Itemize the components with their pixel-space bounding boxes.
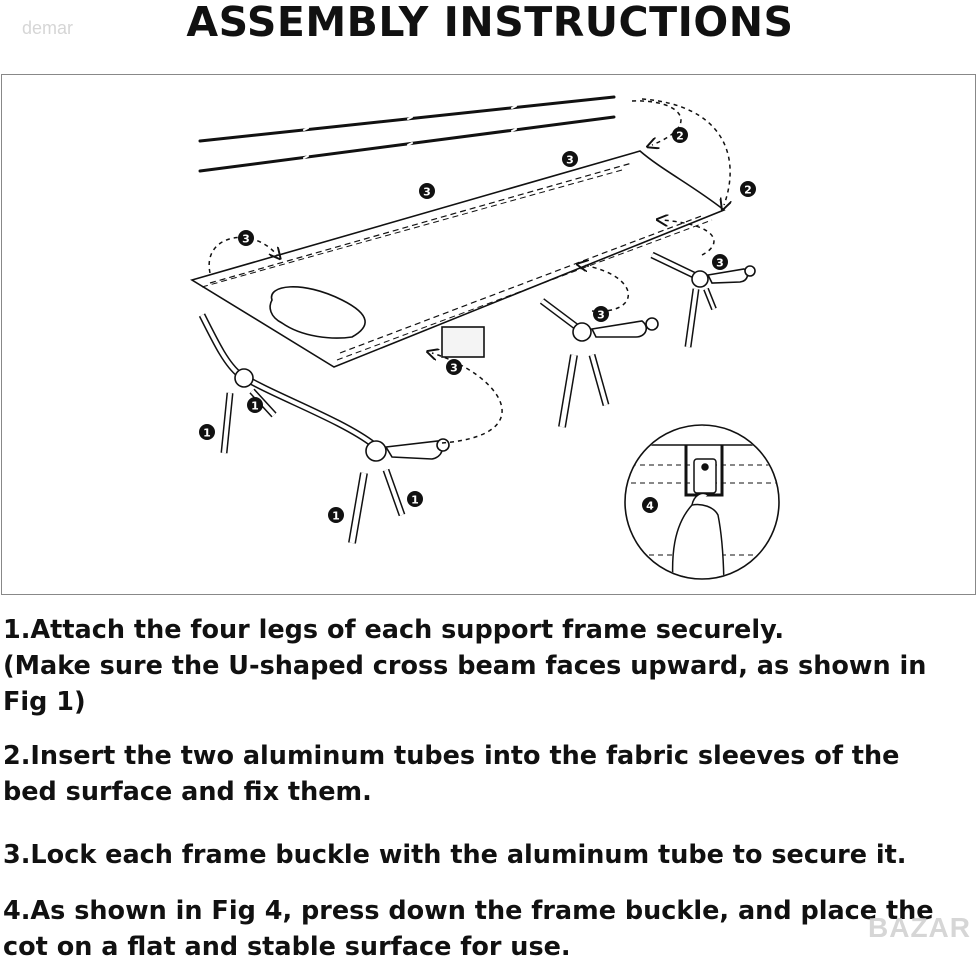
bazar-logo: BAZAR xyxy=(868,912,971,943)
step-3-line-1: 3.Lock each frame buckle with the alumin… xyxy=(3,840,907,870)
step-4-line-1: 4.As shown in Fig 4, press down the fram… xyxy=(3,896,934,926)
svg-text:1: 1 xyxy=(411,494,419,507)
step-2-line-2: bed surface and fix them. xyxy=(3,777,372,807)
svg-text:3: 3 xyxy=(423,186,431,199)
cot-illustration: 3 3 3 3 3 3 2 2 1 1 1 1 4 xyxy=(190,95,780,580)
markers-step2: 2 2 xyxy=(672,127,756,197)
step-4: 4.As shown in Fig 4, press down the fram… xyxy=(3,893,934,965)
svg-text:1: 1 xyxy=(332,510,340,523)
svg-text:1: 1 xyxy=(251,400,259,413)
svg-text:3: 3 xyxy=(597,309,605,322)
leg-frames xyxy=(198,251,756,544)
bed-surface xyxy=(190,150,726,368)
step-2: 2.Insert the two aluminum tubes into the… xyxy=(3,738,899,810)
svg-text:3: 3 xyxy=(450,362,458,375)
step-4-line-2: cot on a flat and stable surface for use… xyxy=(3,932,571,962)
step-1: 1.Attach the four legs of each support f… xyxy=(3,612,926,720)
svg-text:4: 4 xyxy=(646,500,654,513)
watermark-text: demar xyxy=(22,18,74,38)
svg-text:3: 3 xyxy=(566,154,574,167)
marker-step4: 4 xyxy=(642,497,658,513)
step-1-line-1: 1.Attach the four legs of each support f… xyxy=(3,615,785,645)
page-title: ASSEMBLY INSTRUCTIONS xyxy=(186,0,794,46)
assembly-diagram: 3 3 3 3 3 3 2 2 1 1 1 1 4 xyxy=(1,74,976,595)
svg-text:3: 3 xyxy=(716,257,724,270)
step-2-line-1: 2.Insert the two aluminum tubes into the… xyxy=(3,741,900,771)
step-1-line-2: (Make sure the U-shaped cross beam faces… xyxy=(3,651,927,681)
svg-text:2: 2 xyxy=(744,184,752,197)
svg-text:2: 2 xyxy=(676,130,684,143)
svg-text:1: 1 xyxy=(203,427,211,440)
step-3: 3.Lock each frame buckle with the alumin… xyxy=(3,837,906,873)
markers-step3: 3 3 3 3 3 3 xyxy=(238,151,728,375)
markers-step1: 1 1 1 1 xyxy=(199,397,423,523)
dashed-arrows xyxy=(208,98,730,444)
svg-text:3: 3 xyxy=(242,233,250,246)
aluminum-tubes xyxy=(198,95,616,173)
step-1-line-3: Fig 1) xyxy=(3,687,86,717)
